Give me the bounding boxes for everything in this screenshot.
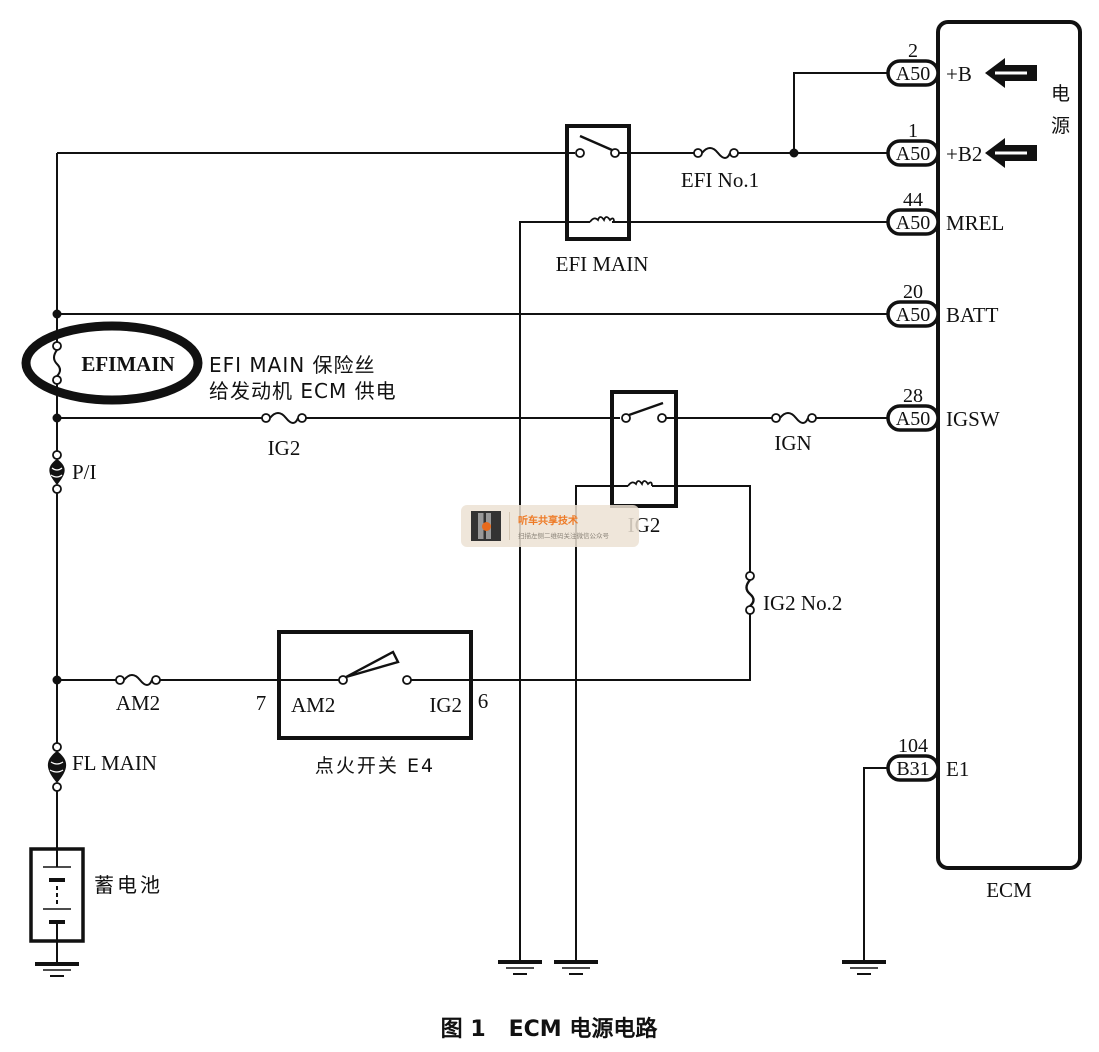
ecm-box bbox=[936, 20, 1082, 870]
connector-id: A50 bbox=[896, 63, 930, 85]
watermark-divider bbox=[509, 512, 510, 540]
ignition-terminal-in: AM2 bbox=[291, 693, 335, 717]
pin-number: 104 bbox=[898, 735, 928, 757]
ignition-pin-out: 6 bbox=[478, 689, 489, 713]
ignition-switch bbox=[277, 630, 473, 740]
connector-id: A50 bbox=[896, 212, 930, 234]
relay-contact bbox=[621, 413, 631, 423]
pin-number: 1 bbox=[908, 120, 918, 142]
ign-fuse-label: IGN bbox=[774, 431, 811, 455]
battery-icon bbox=[29, 847, 85, 964]
watermark-title: 听车共享技术 bbox=[518, 516, 578, 527]
efimain-highlight-ellipse bbox=[21, 321, 203, 405]
ignition-terminal-out: IG2 bbox=[429, 693, 462, 717]
ig2-fuse-label: IG2 bbox=[268, 436, 301, 460]
connector-oval bbox=[886, 208, 940, 236]
efimain-fuse-icon bbox=[52, 341, 62, 385]
connector-oval bbox=[886, 139, 940, 167]
pin-name: +B bbox=[946, 62, 972, 86]
switch-contact bbox=[338, 675, 348, 685]
ignition-pin-in: 7 bbox=[256, 691, 267, 715]
efi-no1-fuse-label: EFI No.1 bbox=[681, 168, 759, 192]
fl-main-fuse-label: FL MAIN bbox=[72, 751, 157, 775]
relay-switch-arm bbox=[579, 134, 613, 152]
figure-caption: 图 1 ECM 电源电路 bbox=[441, 1016, 659, 1042]
efi-main-relay bbox=[565, 124, 631, 241]
ig2-no2-fuse-icon bbox=[745, 571, 755, 615]
ig2-fuse-icon bbox=[261, 412, 307, 424]
annotation-line-1: EFI MAIN 保险丝 bbox=[209, 353, 376, 377]
junction-dot bbox=[52, 309, 62, 319]
pin-number: 2 bbox=[908, 40, 918, 62]
pin-name: E1 bbox=[946, 757, 969, 781]
connector-oval bbox=[886, 754, 940, 782]
connector-id: A50 bbox=[896, 304, 930, 326]
wire-e1-ground bbox=[863, 767, 888, 960]
connector-oval bbox=[886, 404, 940, 432]
fl-main-fuse-icon bbox=[47, 742, 67, 792]
switch-contact bbox=[402, 675, 412, 685]
junction-dot bbox=[789, 148, 799, 158]
connector-id: A50 bbox=[896, 408, 930, 430]
watermark-subtitle: 扫描左侧二维码关注微信公众号 bbox=[518, 532, 609, 540]
pin-name: MREL bbox=[946, 211, 1004, 235]
efi-main-relay-label: EFI MAIN bbox=[556, 252, 649, 276]
junctions bbox=[52, 148, 799, 685]
pi-fuse-icon bbox=[49, 450, 65, 494]
connector-oval bbox=[886, 59, 940, 87]
ig2-relay bbox=[610, 390, 678, 508]
ground-icon bbox=[554, 960, 598, 975]
pin-name: IGSW bbox=[946, 407, 1000, 431]
ecm-side-label-2: 源 bbox=[1051, 115, 1073, 137]
wire-ig2-coil bbox=[409, 485, 751, 960]
ign-fuse-icon bbox=[771, 412, 817, 424]
ground-icon bbox=[498, 960, 542, 975]
relay-switch-arm bbox=[628, 401, 664, 417]
junction-dot bbox=[52, 413, 62, 423]
wire-plus-b bbox=[793, 72, 888, 153]
am2-fuse-icon bbox=[115, 674, 161, 686]
ground-icon bbox=[35, 962, 79, 977]
ground-icon bbox=[842, 960, 886, 975]
pin-name: BATT bbox=[946, 303, 999, 327]
ig2-no2-fuse-label: IG2 No.2 bbox=[763, 591, 842, 615]
relay-coil-icon bbox=[627, 480, 653, 487]
switch-lever-icon bbox=[345, 650, 400, 679]
ecm-label: ECM bbox=[986, 878, 1032, 902]
efi-no1-fuse-icon bbox=[693, 147, 739, 159]
relay-contact bbox=[575, 148, 585, 158]
watermark-badge[interactable]: 听车共享技术 扫描左侧二维码关注微信公众号 bbox=[461, 505, 639, 547]
qr-code-icon bbox=[471, 511, 501, 541]
relay-contact bbox=[610, 148, 620, 158]
relay-contact bbox=[657, 413, 667, 423]
battery-label: 蓄电池 bbox=[94, 873, 163, 897]
connector-id: A50 bbox=[896, 143, 930, 165]
ecm-side-label-1: 电 bbox=[1051, 83, 1073, 105]
efimain-fuse-label: EFIMAIN bbox=[81, 352, 174, 376]
am2-fuse-label: AM2 bbox=[116, 691, 160, 715]
connector-id: B31 bbox=[896, 758, 929, 780]
connector-oval bbox=[886, 300, 940, 328]
annotation-line-2: 给发动机 ECM 供电 bbox=[209, 379, 397, 403]
ignition-switch-label: 点火开关 E4 bbox=[315, 755, 435, 777]
pin-number: 28 bbox=[903, 385, 923, 407]
pin-name: +B2 bbox=[946, 142, 982, 166]
junction-dot bbox=[52, 675, 62, 685]
pin-number: 44 bbox=[903, 189, 923, 211]
pi-fuse-label: P/I bbox=[72, 460, 97, 484]
pin-number: 20 bbox=[903, 281, 923, 303]
relay-coil-icon bbox=[589, 216, 615, 223]
